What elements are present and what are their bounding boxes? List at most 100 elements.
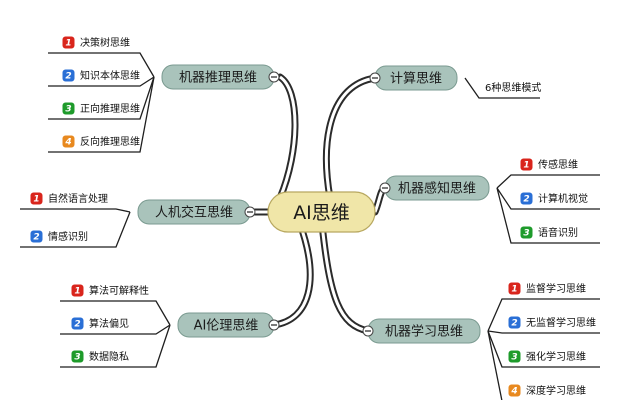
child-underline bbox=[496, 187, 600, 244]
child-label: 监督学习思维 bbox=[526, 282, 586, 295]
badge-number: 2 bbox=[74, 319, 80, 329]
child-underline bbox=[20, 211, 131, 248]
child-item-4-1[interactable]: 2 计算机视觉 bbox=[496, 187, 600, 210]
child-label: 知识本体思维 bbox=[80, 69, 140, 82]
child-label: 强化学习思维 bbox=[526, 350, 586, 363]
child-underline bbox=[20, 208, 131, 213]
branch-node-3[interactable]: 计算思维 bbox=[374, 65, 458, 91]
child-item-5-0[interactable]: 1 监督学习思维 bbox=[487, 281, 600, 332]
branch-node-label: 机器学习思维 bbox=[385, 324, 463, 340]
child-item-2-1[interactable]: 2 算法偏见 bbox=[60, 316, 171, 335]
branch-node-label: 机器推理思维 bbox=[179, 71, 257, 86]
badge-blue-icon bbox=[29, 229, 44, 244]
badge-number: 1 bbox=[65, 38, 71, 48]
child-label: 无监督学习思维 bbox=[526, 316, 596, 329]
branch-3: 6种思维模式 计算思维 bbox=[369, 65, 541, 99]
child-label: 数据隐私 bbox=[89, 350, 129, 363]
badge-green-icon bbox=[61, 101, 76, 116]
root-node-box bbox=[267, 191, 376, 233]
badge-green-icon bbox=[507, 349, 522, 364]
badge-red-icon bbox=[29, 191, 44, 206]
child-underline bbox=[60, 324, 171, 368]
child-underline bbox=[48, 76, 155, 120]
child-underline bbox=[487, 298, 600, 332]
connector-2 bbox=[273, 223, 312, 327]
branch-node-label: 机器感知思维 bbox=[398, 181, 476, 197]
branch-node-0[interactable]: 机器推理思维 bbox=[161, 64, 275, 90]
child-label: 算法偏见 bbox=[89, 317, 129, 330]
child-item-5-2[interactable]: 3 强化学习思维 bbox=[487, 330, 600, 368]
collapse-toggle-icon[interactable] bbox=[362, 325, 374, 337]
child-underline bbox=[60, 300, 171, 326]
badge-red-icon bbox=[507, 281, 522, 296]
connector-3-outline bbox=[322, 74, 379, 202]
child-label: 语音识别 bbox=[538, 226, 578, 239]
child-underline bbox=[487, 330, 503, 400]
connector-3 bbox=[324, 76, 376, 199]
child-label: 传感思维 bbox=[538, 158, 578, 171]
badge-blue-icon bbox=[519, 191, 534, 206]
branch-node-5[interactable]: 机器学习思维 bbox=[367, 318, 481, 344]
child-item-4-2[interactable]: 3 语音识别 bbox=[496, 187, 600, 244]
child-underline bbox=[60, 324, 171, 335]
child-item-3-0[interactable]: 6种思维模式 bbox=[464, 77, 541, 99]
connector-5 bbox=[320, 223, 369, 333]
branch-node-4[interactable]: 机器感知思维 bbox=[384, 175, 490, 201]
collapse-toggle-icon[interactable] bbox=[268, 319, 280, 331]
child-item-5-1[interactable]: 2 无监督学习思维 bbox=[487, 315, 600, 334]
branch-4: 1 传感思维 2 计算机视觉 3 语音识别 机器感知思维 bbox=[379, 157, 600, 244]
badge-number: 2 bbox=[511, 318, 517, 328]
collapse-toggle-icon[interactable] bbox=[379, 182, 391, 194]
badge-red-icon bbox=[61, 35, 76, 50]
child-item-0-1[interactable]: 2 知识本体思维 bbox=[48, 68, 155, 87]
child-underline bbox=[487, 330, 600, 368]
badge-orange-icon bbox=[61, 134, 76, 149]
child-label: 正向推理思维 bbox=[80, 102, 140, 115]
badge-green-icon bbox=[70, 349, 85, 364]
badge-number: 2 bbox=[523, 194, 529, 204]
badge-red-icon bbox=[70, 283, 85, 298]
branch-node-1[interactable]: 人机交互思维 bbox=[137, 199, 251, 225]
badge-number: 3 bbox=[511, 352, 517, 362]
root-node[interactable]: AI思维 bbox=[267, 191, 376, 233]
child-label: 计算机视觉 bbox=[538, 192, 588, 205]
child-underline bbox=[48, 76, 155, 153]
badge-number: 1 bbox=[523, 160, 529, 170]
badge-number: 1 bbox=[511, 284, 517, 294]
badge-number: 2 bbox=[65, 71, 71, 81]
collapse-toggle-icon[interactable] bbox=[268, 71, 280, 83]
child-underline bbox=[487, 330, 600, 334]
child-underline bbox=[496, 187, 600, 210]
badge-red-icon bbox=[519, 157, 534, 172]
connector-0 bbox=[278, 75, 297, 199]
collapse-toggle-icon[interactable] bbox=[244, 206, 256, 218]
child-label: 6种思维模式 bbox=[485, 81, 541, 94]
root-node-label: AI思维 bbox=[293, 202, 350, 224]
branch-node-label: 计算思维 bbox=[390, 72, 442, 87]
child-underline bbox=[464, 77, 540, 99]
badge-orange-icon bbox=[507, 383, 522, 398]
branch-node-2[interactable]: AI伦理思维 bbox=[177, 312, 275, 338]
badge-number: 2 bbox=[33, 232, 39, 242]
badge-green-icon bbox=[519, 225, 534, 240]
badge-blue-icon bbox=[61, 68, 76, 83]
child-underline bbox=[496, 174, 600, 189]
badge-blue-icon bbox=[70, 316, 85, 331]
child-label: 深度学习思维 bbox=[526, 384, 586, 397]
badge-number: 3 bbox=[523, 228, 529, 238]
collapse-toggle-icon[interactable] bbox=[369, 72, 381, 84]
child-label: 反向推理思维 bbox=[80, 135, 140, 148]
child-label: 自然语言处理 bbox=[48, 192, 108, 205]
child-item-4-0[interactable]: 1 传感思维 bbox=[496, 157, 600, 189]
